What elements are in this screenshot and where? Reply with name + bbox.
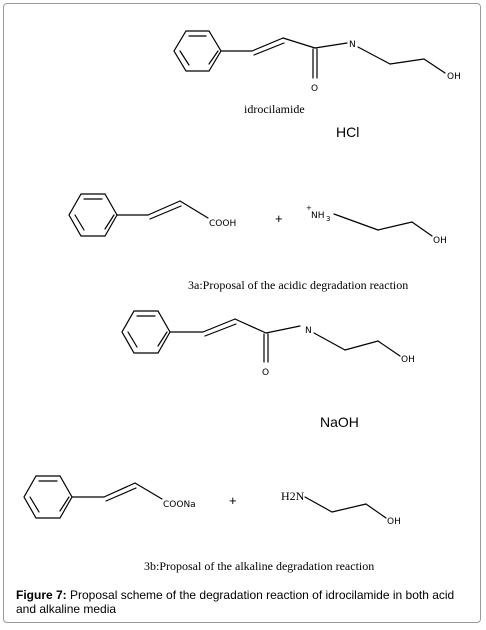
hydroxyl-label: OH [433, 236, 447, 246]
nh3-label: NH [311, 211, 325, 221]
benzene-ring [173, 30, 222, 72]
nh3-subscript: 3 [326, 215, 330, 223]
h2n-label: H2N [281, 489, 305, 503]
idrocilamide-structure-2: N O OH [121, 310, 415, 378]
nitrogen-label: N [349, 40, 356, 50]
benzene-ring [121, 310, 171, 354]
coona-label: COONa [163, 500, 196, 510]
figure-frame [3, 3, 481, 623]
benzene-ring [23, 475, 73, 519]
hydroxyl-label: OH [401, 355, 415, 365]
oxygen-label: O [311, 84, 318, 94]
charge-label: + [306, 204, 312, 212]
plus-sign-base: + [229, 493, 237, 508]
hydroxyl-label: OH [387, 517, 401, 527]
figure-label: Figure 7: [16, 588, 67, 602]
acid-reaction-caption: 3a:Proposal of the acidic degradation re… [188, 278, 408, 292]
figure-caption: Figure 7: Proposal scheme of the degrada… [16, 588, 472, 616]
cooh-label: COOH [209, 219, 236, 229]
ethanolammonium-structure: + NH 3 OH [306, 204, 447, 246]
benzene-ring [68, 193, 118, 237]
plus-sign-acid: + [275, 211, 283, 226]
figure-caption-text: Proposal scheme of the degradation react… [16, 588, 455, 616]
idrocilamide-structure: N O OH [173, 30, 461, 94]
sodium-cinnamate-structure: COONa [23, 475, 196, 519]
nitrogen-label: N [305, 326, 312, 336]
hydroxyl-label: OH [447, 72, 461, 82]
idrocilamide-name: idrocilamide [244, 102, 305, 116]
base-reaction-caption: 3b:Proposal of the alkaline degradation … [144, 559, 374, 573]
ethanolamine-structure: H2N OH [281, 489, 401, 527]
oxygen-label: O [262, 368, 269, 378]
reagent-hcl: HCl [336, 124, 359, 140]
cinnamic-acid-structure: COOH [68, 193, 236, 237]
reagent-naoh: NaOH [320, 414, 359, 430]
